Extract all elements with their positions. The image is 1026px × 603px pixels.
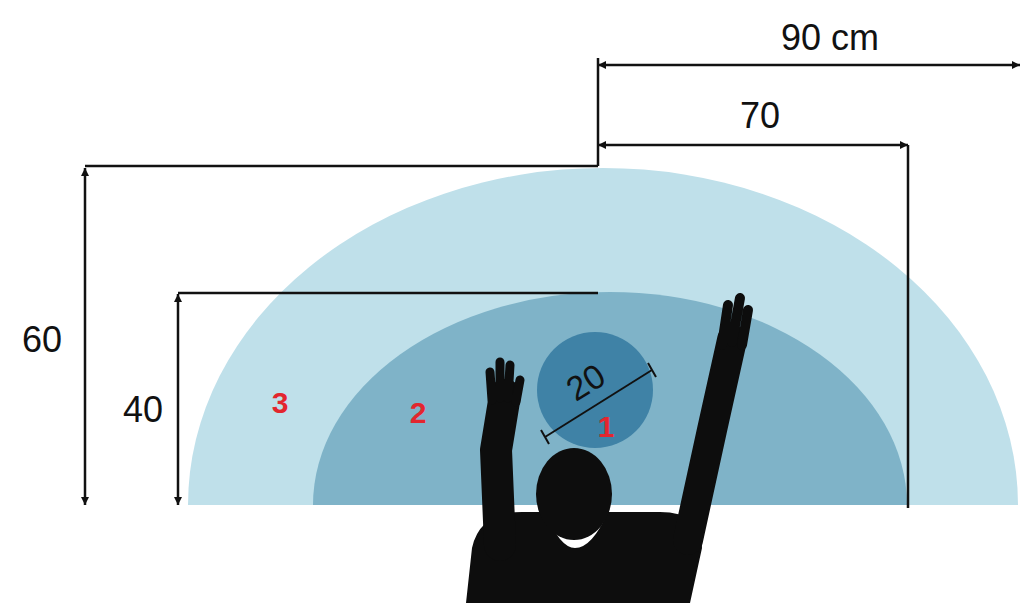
extension-line (85, 165, 598, 168)
zone-area: 12 (313, 292, 907, 505)
zone-number: 2 (410, 396, 427, 429)
dimension-holder: 40 (123, 390, 163, 430)
zone-number: 1 (598, 410, 615, 443)
extension-line (597, 58, 600, 166)
dimension-holder: 90 cm (781, 18, 879, 58)
zone-number-holder: 3 (272, 386, 289, 419)
zone-area-shape (188, 168, 1018, 505)
zone-fill (313, 292, 907, 505)
dimension-holder: 20 (567, 364, 605, 401)
dimension-arrow (598, 144, 908, 147)
dimension-label: 20 (560, 357, 612, 409)
zone-number: 3 (272, 386, 289, 419)
dimension-label: 40 (123, 390, 163, 430)
dimension-holder: 60 (22, 320, 62, 360)
zone-area: 123 (188, 168, 1018, 505)
zone-number-holder: 2 (410, 396, 427, 429)
dimension-arrow (84, 168, 87, 505)
extension-line (907, 145, 910, 508)
dimension-label: 60 (22, 320, 62, 360)
dimension-arrow (177, 294, 180, 505)
head (536, 448, 612, 540)
zone-fill (188, 168, 1018, 505)
extension-line (178, 292, 598, 295)
left-arm (496, 395, 505, 545)
dimension-label: 70 (740, 96, 780, 136)
dimension-label: 90 cm (781, 18, 879, 58)
dimension-holder: 70 (740, 96, 780, 136)
dimension-arrow (598, 64, 1020, 67)
zone-area-shape (313, 292, 907, 505)
zone-number-holder: 1 (598, 410, 615, 443)
zone-fill (537, 332, 653, 448)
